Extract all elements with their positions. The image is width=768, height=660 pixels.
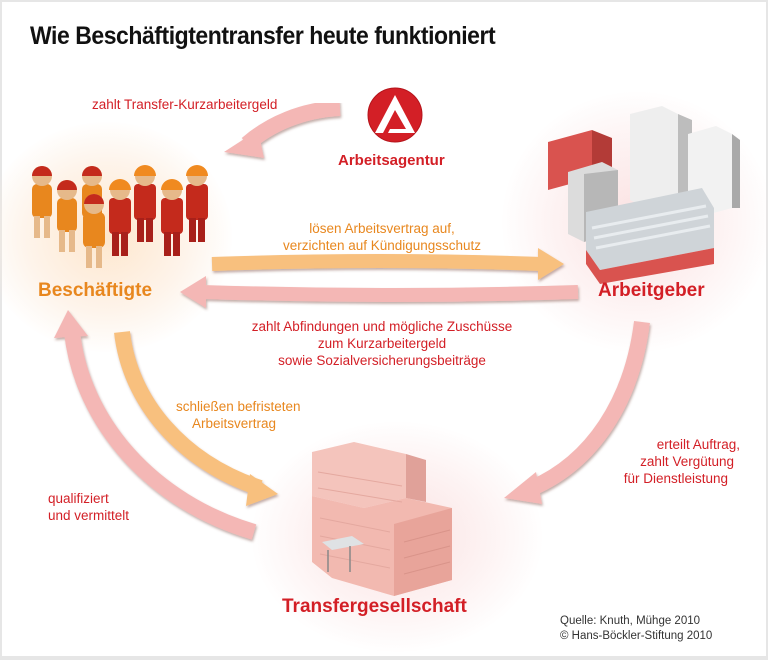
flow-label-transfer-kurzarbeitergeld: zahlt Transfer-Kurzarbeitergeld <box>92 97 278 112</box>
arrow-arbeitgeber-to-beschaeftigte <box>180 276 579 308</box>
arrow-arbeitgeber-to-transfer <box>504 321 650 504</box>
flow-label-abfindungen-line3: sowie Sozialversicherungsbeiträge <box>278 353 486 368</box>
workers-figures-icon <box>32 165 208 268</box>
arbeitsagentur-label: Arbeitsagentur <box>338 152 445 169</box>
factory-buildings-icon <box>548 106 740 284</box>
flow-label-abfindungen-line1: zahlt Abfindungen und mögliche Zuschüsse <box>251 319 513 334</box>
flow-label-auftrag-line1: erteilt Auftrag, <box>656 437 740 452</box>
flow-label-aufloesung-line1: lösen Arbeitsvertrag auf, <box>309 221 455 236</box>
source-credit: Quelle: Knuth, Mühge 2010 © Hans-Böckler… <box>560 614 712 644</box>
copyright-line: © Hans-Böckler-Stiftung 2010 <box>560 630 713 642</box>
arbeitsagentur-logo-icon <box>367 87 423 143</box>
arrow-beschaeftigte-to-transfer <box>114 330 278 506</box>
transfergesellschaft-label: Transfergesellschaft <box>282 596 467 617</box>
flow-label-aufloesung-line2: verzichten auf Kündigungsschutz <box>282 238 482 253</box>
flow-label-qualifiziert-line1: qualifiziert <box>48 491 109 506</box>
flow-label-auftrag-line3: für Dienstleistung <box>623 471 728 486</box>
flow-label-befristeter-vertrag-line2: Arbeitsvertrag <box>192 416 277 431</box>
office-building-icon <box>312 442 452 596</box>
flow-label-auftrag-line2: zahlt Vergütung <box>640 454 734 469</box>
arbeitgeber-label: Arbeitgeber <box>598 280 705 301</box>
flow-label-auftrag: erteilt Auftrag, zahlt Vergütung für Die… <box>602 436 740 487</box>
page-title: Wie Beschäftigtentransfer heute funktion… <box>30 22 496 50</box>
flow-label-qualifiziert: qualifiziert und vermittelt <box>48 490 129 524</box>
flow-label-qualifiziert-line2: und vermittelt <box>48 508 130 523</box>
arrow-transfer-to-beschaeftigte <box>54 310 257 540</box>
flow-label-aufloesung: lösen Arbeitsvertrag auf, verzichten auf… <box>242 220 522 254</box>
source-line: Quelle: Knuth, Mühge 2010 <box>560 615 701 627</box>
flow-label-abfindungen: zahlt Abfindungen und mögliche Zuschüsse… <box>202 318 562 369</box>
flow-label-befristeter-vertrag-line1: schließen befristeten <box>176 399 301 414</box>
arrow-agentur-to-beschaeftigte <box>224 100 341 158</box>
arrow-beschaeftigte-to-arbeitgeber <box>211 248 564 280</box>
flow-label-befristeter-vertrag: schließen befristeten Arbeitsvertrag <box>176 398 301 432</box>
flow-label-abfindungen-line2: zum Kurzarbeitergeld <box>317 336 447 351</box>
beschaeftigte-label: Beschäftigte <box>38 280 153 301</box>
